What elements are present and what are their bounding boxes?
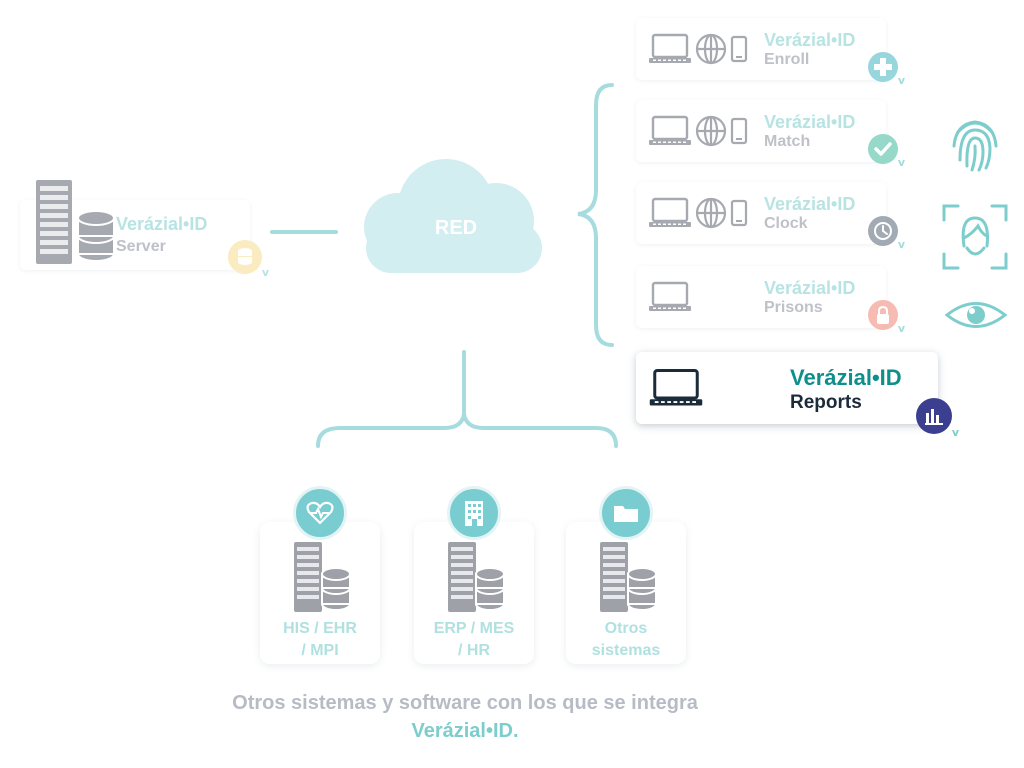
server-rack-icon (600, 542, 657, 612)
building-icon (447, 486, 501, 540)
phone-icon (730, 117, 748, 150)
module-label: Prisons (764, 299, 823, 316)
integration-caption: Otros sistemas y software con los que se… (150, 689, 780, 745)
laptop-icon (648, 368, 704, 413)
clock-icon: v (868, 216, 905, 251)
bar-chart-icon: v (916, 398, 959, 439)
integration-label-line2: sistemas (591, 642, 661, 659)
module-label: Enroll (764, 51, 810, 68)
check-icon: v (868, 134, 905, 169)
laptop-icon (648, 33, 692, 70)
globe-icon (694, 32, 728, 71)
integration-label-line2: / MPI (301, 642, 339, 659)
database-badge-icon: v (228, 240, 269, 279)
module-brand: Verázial•ID (790, 365, 902, 390)
fingerprint-icon (952, 120, 998, 172)
module-brand: Verázial•ID (764, 30, 856, 50)
plus-icon: v (868, 52, 905, 87)
module-brand: Verázial•ID (764, 278, 856, 298)
server-card: Verázial•ID Server v (20, 180, 269, 279)
module-label: Match (764, 133, 811, 150)
integration-label-line1: Otros (604, 620, 648, 637)
integration-tile: Otros sistemas (566, 522, 686, 664)
heart-monitor-icon (293, 486, 347, 540)
module-label: Clock (764, 215, 808, 232)
globe-icon (694, 196, 728, 235)
caption-line-1: Otros sistemas y software con los que se… (232, 692, 698, 714)
server-label: Server (116, 238, 166, 255)
laptop-icon (648, 115, 692, 152)
integration-tile: HIS / EHR / MPI (260, 522, 380, 664)
network-cloud: RED (346, 145, 566, 275)
module-label: Reports (790, 392, 862, 413)
cloud-label: RED (434, 217, 478, 239)
server-rack-icon (294, 542, 351, 612)
phone-icon (730, 35, 748, 68)
folder-icon (599, 486, 653, 540)
lock-icon: v (868, 300, 905, 335)
phone-icon (730, 199, 748, 232)
integration-tile: ERP / MES / HR (414, 522, 534, 664)
module-brand: Verázial•ID (764, 112, 856, 132)
integration-label-line2: / HR (458, 642, 490, 659)
integration-label-line1: HIS / EHR (283, 620, 357, 637)
globe-icon (694, 114, 728, 153)
cloud-icon (364, 159, 542, 273)
eye-icon (944, 302, 1008, 328)
laptop-icon (648, 281, 692, 318)
integration-label-line1: ERP / MES (433, 620, 515, 637)
face-scan-icon (942, 204, 1008, 270)
caption-line-2: Verázial•ID. (411, 720, 519, 742)
laptop-icon (648, 197, 692, 234)
server-rack-icon (36, 180, 115, 264)
server-rack-icon (448, 542, 505, 612)
module-brand: Verázial•ID (764, 194, 856, 214)
server-brand: Verázial•ID (116, 214, 208, 234)
